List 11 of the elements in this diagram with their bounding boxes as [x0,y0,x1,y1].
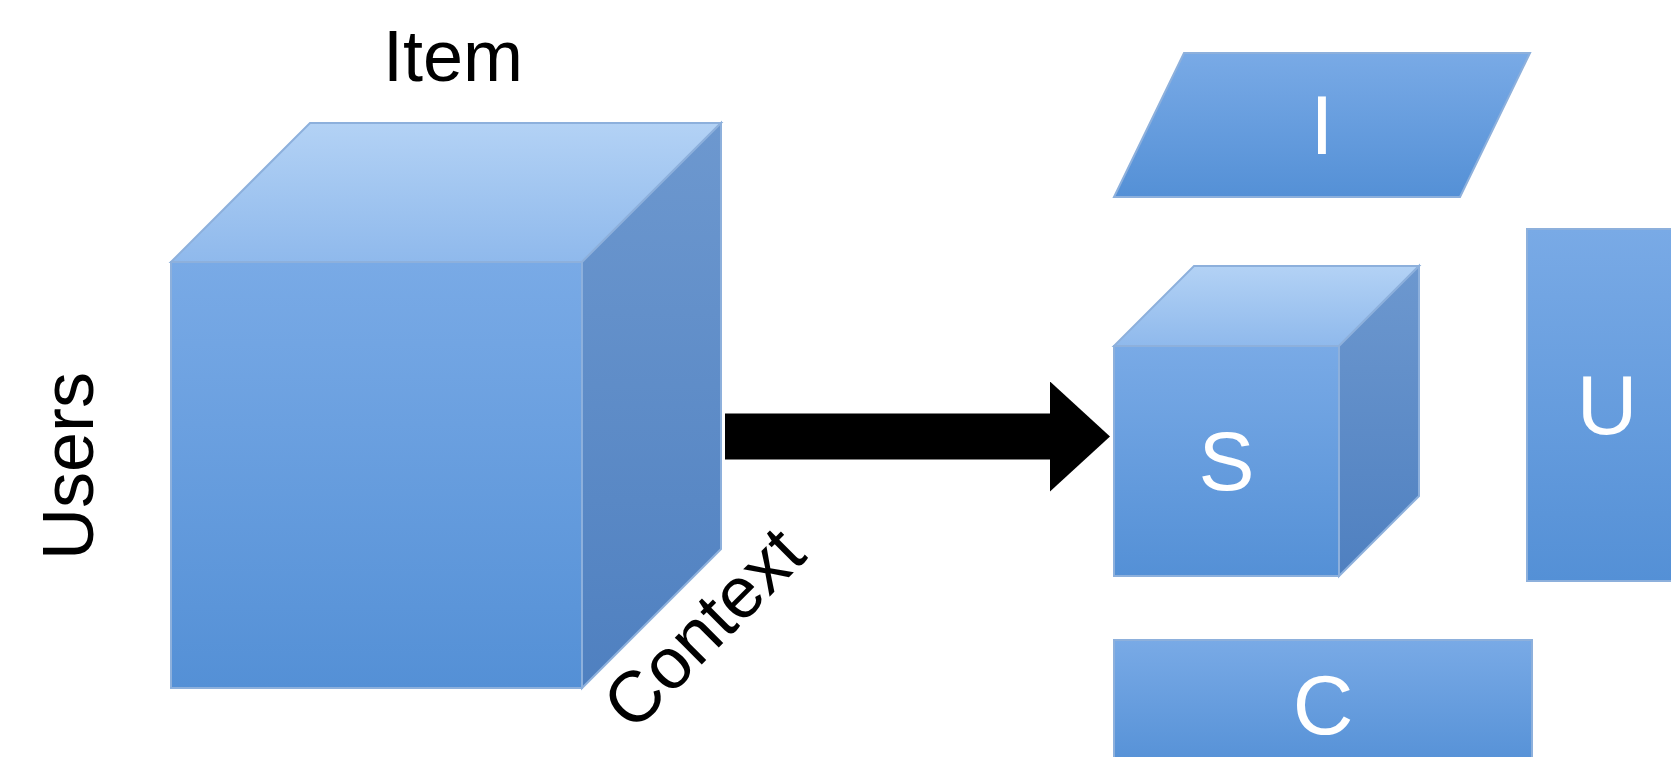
arrow [725,381,1110,492]
shape-letter: I [1310,83,1334,167]
shape-letter: U [1576,363,1638,447]
axis-label: Item [383,20,524,92]
flat-box [1114,640,1532,757]
tall-box [1527,229,1671,581]
parallelogram-box [1114,53,1530,197]
cube-box [1114,266,1419,576]
shape-letter: S [1198,419,1255,503]
axis-label: Users [32,372,104,560]
shape-letter: C [1292,663,1354,747]
